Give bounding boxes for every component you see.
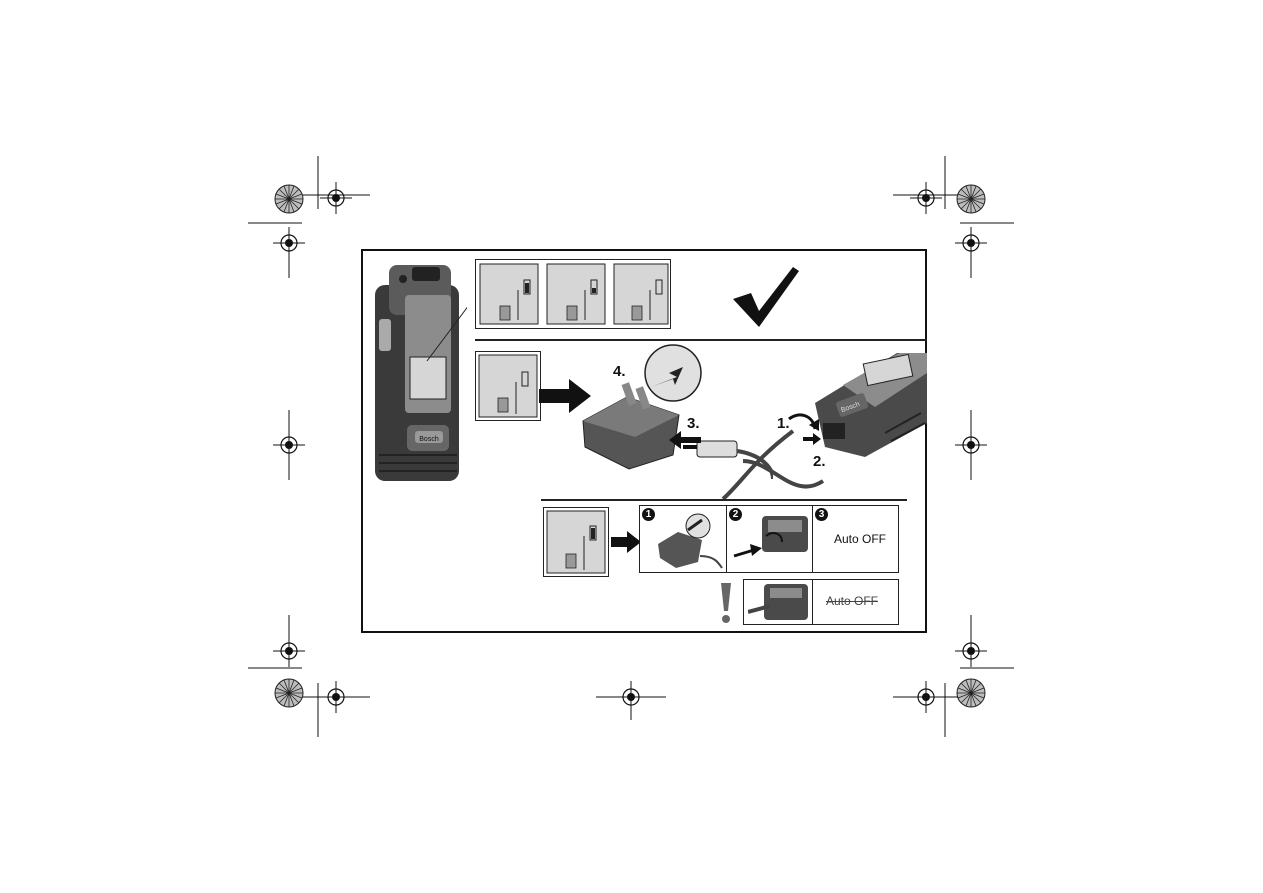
device-button-label: Bosch xyxy=(419,436,439,443)
registration-star-icon-tr xyxy=(957,185,985,213)
auto-off-label: Auto OFF xyxy=(834,532,886,546)
registration-star-icon-bl xyxy=(275,679,303,707)
unplug-device-icon xyxy=(732,512,810,570)
registration-mark-icon xyxy=(910,182,942,214)
step-arrows-icon xyxy=(663,411,823,471)
battery-screens-icon xyxy=(476,260,672,330)
unplug-charger-icon xyxy=(654,510,724,570)
laser-measure-device-illustration: Bosch xyxy=(367,257,467,485)
warning-panel: Auto OFF xyxy=(743,579,899,625)
connected-device-icon xyxy=(748,582,810,624)
low-battery-screen xyxy=(475,351,541,421)
registration-mark-icon xyxy=(320,182,352,214)
arrow-right-icon xyxy=(611,531,641,553)
registration-star-icon-br xyxy=(957,679,985,707)
auto-off-disabled-label: Auto OFF xyxy=(826,594,878,608)
step-label-4: 4. xyxy=(613,363,626,380)
battery-level-panel xyxy=(475,259,671,329)
lower-divider xyxy=(541,499,907,501)
illustration-frame: Bosch xyxy=(361,249,927,633)
sequence-panel: 1 2 3 Auto OFF xyxy=(639,505,899,573)
full-battery-screen xyxy=(543,507,609,577)
device-top-view-illustration: Bosch xyxy=(805,343,927,459)
exclamation-icon xyxy=(719,581,733,625)
checkmark-icon xyxy=(729,263,801,329)
registration-star-icon-tl xyxy=(275,185,303,213)
sequence-number-3: 3 xyxy=(815,508,828,521)
